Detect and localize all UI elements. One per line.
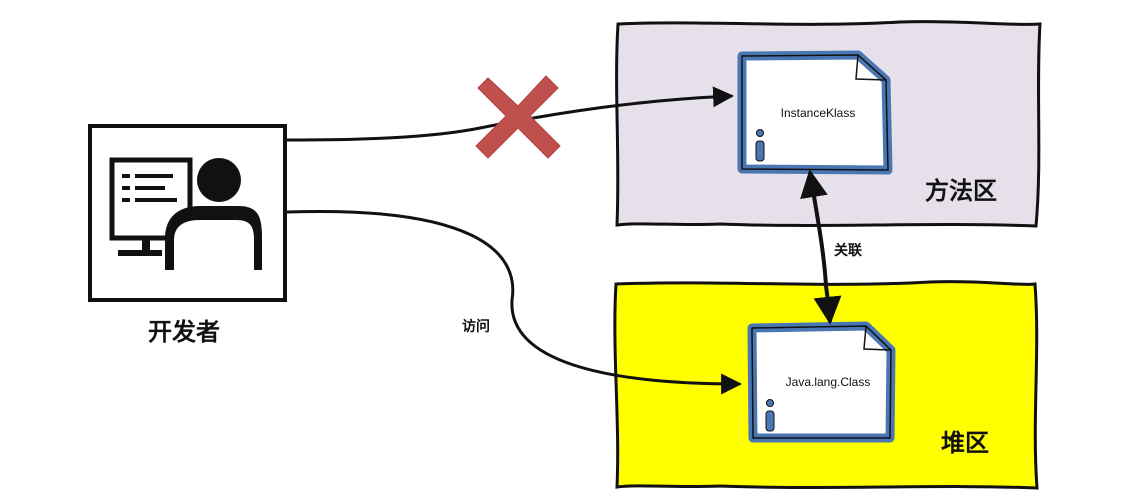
java-lang-class-document: Java.lang.Class xyxy=(747,321,896,443)
instanceklass-doc-fold xyxy=(855,54,887,81)
method-area-label: 方法区 xyxy=(925,177,997,205)
relation-edge: 关联 xyxy=(800,169,863,325)
developer-person-icon xyxy=(165,158,262,270)
info-icon xyxy=(755,129,765,162)
access-edge: 访问 xyxy=(286,209,743,395)
heap-label: 堆区 xyxy=(941,429,989,457)
access-label: 访问 xyxy=(462,318,490,335)
developer-label: 开发者 xyxy=(148,318,220,346)
access-line xyxy=(286,209,743,395)
info-icon xyxy=(765,399,775,432)
blocked-access-edge xyxy=(286,75,735,159)
java-lang-class-doc-fold xyxy=(863,325,892,351)
blocked-access-line xyxy=(286,86,735,142)
relation-label: 关联 xyxy=(834,242,863,259)
cross-icon xyxy=(475,75,561,159)
instanceklass-label: InstanceKlass xyxy=(781,106,856,120)
developer-node: 开发者 xyxy=(88,124,287,346)
relation-line xyxy=(800,169,842,325)
instanceklass-document: InstanceKlass xyxy=(737,50,893,175)
java-lang-class-label: Java.lang.Class xyxy=(786,375,871,389)
